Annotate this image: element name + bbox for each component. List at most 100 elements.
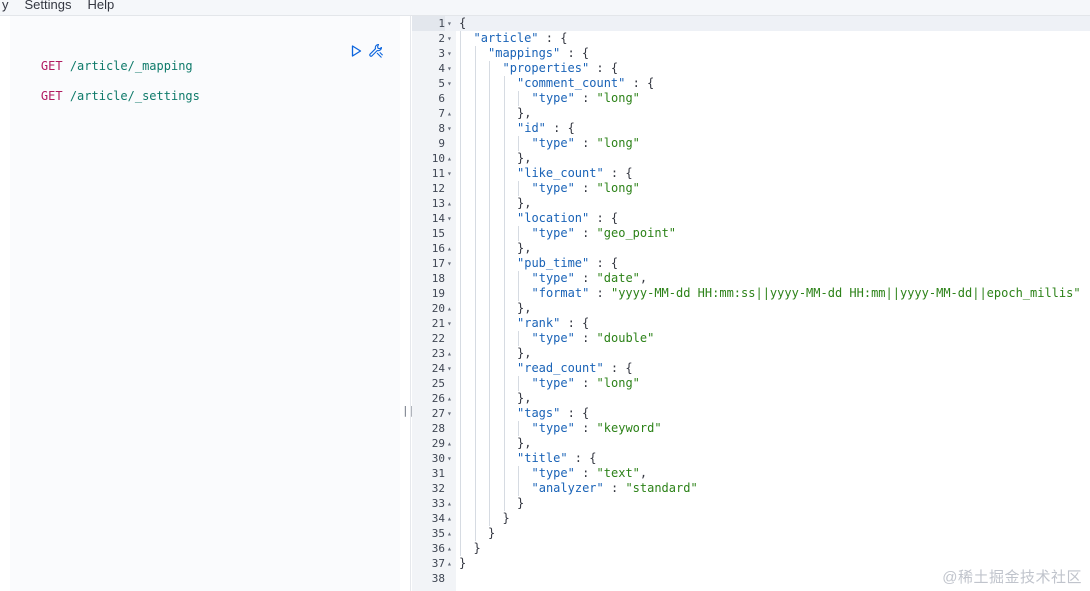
indent-guide (474, 466, 476, 481)
fold-end-icon[interactable]: ▴ (447, 559, 452, 568)
indent-guide (503, 346, 505, 361)
fold-toggle-icon[interactable]: ▾ (447, 454, 452, 463)
fold-toggle-icon[interactable]: ▾ (447, 169, 452, 178)
indent-guide (460, 346, 461, 361)
fold-toggle-icon[interactable]: ▾ (447, 19, 452, 28)
fold-end-icon[interactable]: ▴ (447, 349, 452, 358)
json-key: "type" (531, 421, 575, 435)
menu-bar: y Settings Help (0, 0, 1090, 16)
indent-guide (460, 361, 461, 376)
fold-end-icon[interactable]: ▴ (447, 394, 452, 403)
line-number: 27 (431, 407, 445, 420)
menu-item-settings[interactable]: Settings (24, 0, 72, 12)
line-number: 32 (431, 482, 445, 495)
line-number: 15 (431, 227, 445, 240)
line-number: 2 (438, 32, 445, 45)
fold-toggle-icon[interactable]: ▾ (447, 79, 452, 88)
fold-toggle-icon[interactable]: ▾ (447, 124, 452, 133)
indent-guide (460, 391, 461, 406)
indent-guide (489, 181, 490, 196)
request-editor[interactable]: GET /article/_mapping GET /article/_sett… (0, 16, 400, 591)
indent-guide (460, 136, 461, 151)
code-line: 22"type" : "double" (412, 331, 1090, 346)
fold-end-icon[interactable]: ▴ (447, 154, 452, 163)
code-line: 1▾{ (412, 16, 1090, 31)
json-key: "id" (517, 121, 546, 135)
code-line: 10▴}, (412, 151, 1090, 166)
indent-guide (518, 91, 519, 106)
code-line: 14▾"location" : { (412, 211, 1090, 226)
fold-end-icon[interactable]: ▴ (447, 244, 452, 253)
fold-toggle-icon[interactable]: ▾ (447, 319, 452, 328)
play-icon[interactable] (351, 45, 362, 57)
menu-item-help[interactable]: Help (87, 0, 115, 12)
fold-end-icon[interactable]: ▴ (447, 199, 452, 208)
request-path: /article/_mapping (69, 59, 193, 73)
json-punctuation: }, (517, 301, 532, 315)
json-punctuation: : (574, 181, 597, 195)
fold-end-icon[interactable]: ▴ (447, 304, 452, 313)
menu-item-history[interactable]: y (2, 0, 9, 12)
fold-toggle-icon[interactable]: ▾ (447, 49, 452, 58)
line-number: 28 (431, 422, 445, 435)
indent-guide (460, 226, 461, 241)
fold-end-icon[interactable]: ▴ (447, 109, 452, 118)
fold-toggle-icon[interactable]: ▾ (447, 64, 452, 73)
json-punctuation: } (488, 526, 496, 540)
line-number: 35 (431, 527, 445, 540)
request-line-mapping[interactable]: GET /article/_mapping (12, 42, 193, 73)
indent-guide (474, 211, 476, 226)
pane-resize-divider[interactable]: || (400, 16, 415, 591)
fold-toggle-icon[interactable]: ▾ (447, 409, 452, 418)
fold-toggle-icon[interactable]: ▾ (447, 259, 452, 268)
request-line-settings[interactable]: GET /article/_settings (12, 72, 200, 103)
line-number: 6 (438, 92, 445, 105)
json-punctuation: : { (560, 46, 590, 60)
line-number: 17 (431, 257, 445, 270)
indent-guide (489, 226, 490, 241)
json-punctuation: , (639, 466, 648, 480)
indent-guide (518, 376, 519, 391)
indent-guide (460, 376, 461, 391)
indent-guide (518, 181, 519, 196)
indent-guide (474, 286, 476, 301)
drag-handle-icon[interactable]: || (402, 404, 416, 417)
fold-end-icon[interactable]: ▴ (447, 499, 452, 508)
fold-toggle-icon[interactable]: ▾ (447, 34, 452, 43)
indent-guide (460, 481, 461, 496)
json-string: "long" (596, 136, 640, 150)
code-line: 26▴}, (412, 391, 1090, 406)
indent-guide (460, 106, 461, 121)
json-punctuation: : { (545, 121, 575, 135)
line-number: 14 (431, 212, 445, 225)
indent-guide (460, 496, 461, 511)
code-line: 35▴} (412, 526, 1090, 541)
indent-guide (474, 76, 476, 91)
fold-toggle-icon[interactable]: ▾ (447, 364, 452, 373)
fold-end-icon[interactable]: ▴ (447, 544, 452, 553)
fold-end-icon[interactable]: ▴ (447, 529, 452, 538)
fold-end-icon[interactable]: ▴ (447, 439, 452, 448)
line-number: 9 (438, 137, 445, 150)
fold-toggle-icon[interactable]: ▾ (447, 214, 452, 223)
indent-guide (503, 196, 505, 211)
indent-guide (503, 421, 505, 436)
indent-guide (489, 361, 490, 376)
request-path: /article/_settings (69, 89, 200, 103)
line-number: 19 (431, 287, 445, 300)
indent-guide (503, 241, 505, 256)
indent-guide (489, 196, 490, 211)
response-viewer: 1▾{2▾"article" : {3▾"mappings" : {4▾"pro… (412, 16, 1090, 591)
code-text: }, (517, 301, 531, 316)
json-key: "type" (531, 271, 575, 285)
indent-guide (474, 511, 476, 526)
json-punctuation: }, (517, 196, 532, 210)
wrench-icon[interactable] (368, 43, 384, 59)
json-key: "type" (531, 136, 575, 150)
code-text: }, (517, 241, 531, 256)
code-text: }, (517, 346, 531, 361)
fold-end-icon[interactable]: ▴ (447, 514, 452, 523)
code-line: 24▾"read_count" : { (412, 361, 1090, 376)
code-line: 38 (412, 571, 1090, 586)
code-text: "type" : "long" (532, 376, 640, 391)
